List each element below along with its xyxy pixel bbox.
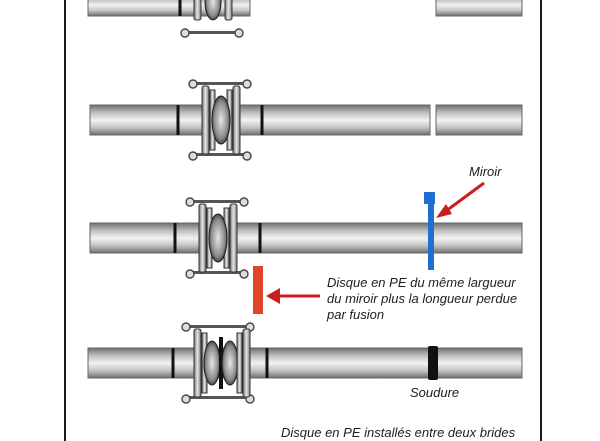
weld-bead — [428, 346, 438, 380]
frame — [64, 0, 542, 441]
pe-disc-label-line-3: par fusion — [327, 307, 385, 322]
pe-disc-label: Disque en PE du même largueur du miroir … — [327, 275, 517, 323]
pe-disc-label-line-2: du miroir plus la longueur perdue — [327, 291, 518, 306]
pipe-row-2 — [89, 79, 523, 161]
mirror-plate — [424, 192, 435, 270]
pipe-row-1 — [87, 0, 523, 38]
pe-disc-label-line-1: Disque en PE du même largueur — [327, 275, 516, 290]
arrow-to-mirror — [436, 181, 485, 218]
pipe-row-4 — [87, 322, 523, 404]
caption-label: Disque en PE installés entre deux brides — [281, 425, 516, 440]
mirror-label: Miroir — [469, 164, 502, 179]
weld-label: Soudure — [410, 385, 460, 400]
pe-disc — [253, 266, 320, 314]
pipe-row-3 — [89, 181, 523, 279]
